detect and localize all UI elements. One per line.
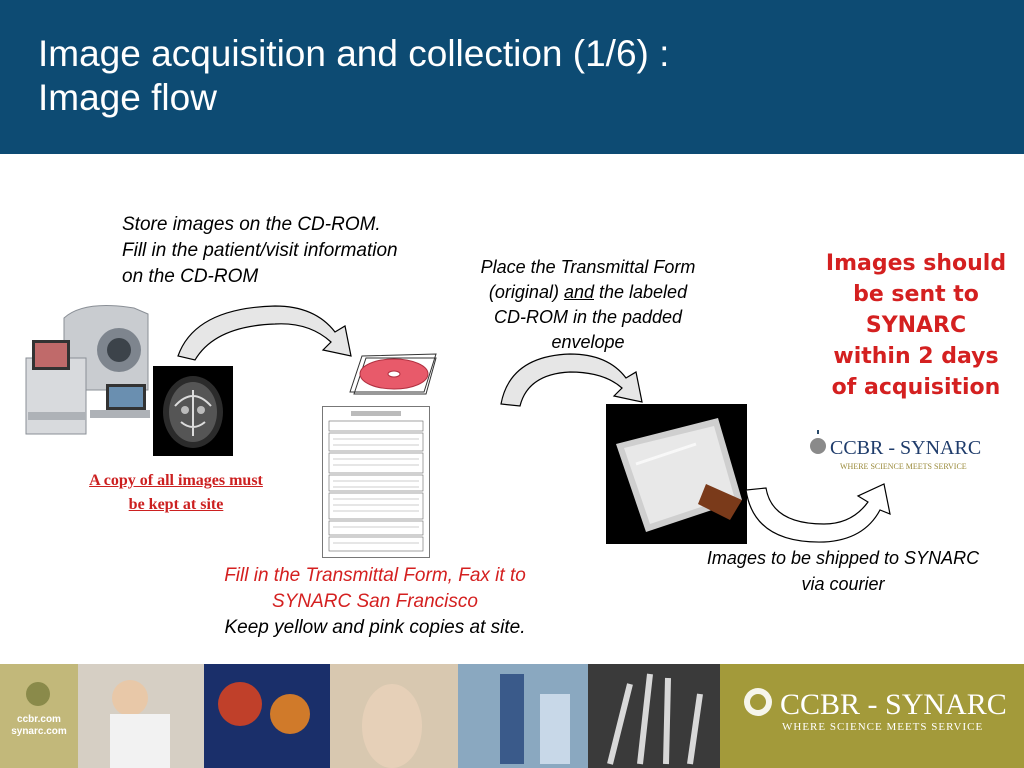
footer-logo-name: CCBR - SYNARC <box>780 688 1007 721</box>
ccbr-synarc-logo: CCBR - SYNARC WHERE SCIENCE MEETS SERVIC… <box>810 430 981 471</box>
fill-line2: SYNARC San Francisco <box>272 591 478 612</box>
padded-envelope-image <box>606 404 747 544</box>
store-line3: on the CD-ROM <box>122 266 259 287</box>
footer-photo-strip <box>0 664 720 768</box>
place-and: and <box>563 282 594 302</box>
place-part1: Place the Transmittal Form (original) <box>480 257 696 302</box>
deadline-line5: of acquisition <box>831 375 1001 400</box>
store-line2: Fill in the patient/visit information <box>122 240 398 261</box>
place-instructions: Place the Transmittal Form (original) an… <box>472 255 704 355</box>
ship-line1: Images to be shipped to SYNARC <box>706 548 980 568</box>
arrow-to-cd-icon <box>177 305 352 361</box>
ct-scanner-image <box>24 300 154 436</box>
brain-scan-image <box>153 366 233 456</box>
cd-rom-image <box>349 353 437 395</box>
copy-note-line2: be kept at site <box>128 496 224 513</box>
deadline-line4: within 2 days <box>833 344 999 369</box>
ship-line2: via courier <box>801 574 885 594</box>
transmittal-form-image <box>322 406 430 558</box>
footer-site2[interactable]: synarc.com <box>11 726 67 737</box>
footer-ccbr-synarc-logo: CCBR - SYNARC WHERE SCIENCE MEETS SERVIC… <box>744 688 1007 733</box>
fill-line3: Keep yellow and pink copies at site. <box>224 617 526 638</box>
deadline-line2: be sent to <box>853 282 979 307</box>
slide-header <box>0 0 1024 154</box>
slide-title-line2: Image flow <box>38 77 217 118</box>
deadline-notice: Images should be sent to SYNARC within 2… <box>816 248 1016 403</box>
deadline-line3: SYNARC <box>865 313 967 338</box>
copy-note-line1: A copy of all images must <box>89 472 263 489</box>
deadline-line1: Images should <box>825 251 1007 276</box>
slide-title-line1: Image acquisition and collection (1/6) : <box>38 33 670 74</box>
place-part2: the labeled CD-ROM in the padded envelop… <box>493 282 688 352</box>
slide-title: Image acquisition and collection (1/6) :… <box>38 32 669 120</box>
footer-logo-tagline: WHERE SCIENCE MEETS SERVICE <box>782 721 983 733</box>
shipping-instructions: Images to be shipped to SYNARC via couri… <box>676 545 1010 597</box>
fill-form-instructions: Fill in the Transmittal Form, Fax it to … <box>180 563 570 641</box>
copy-note: A copy of all images must be kept at sit… <box>60 469 292 517</box>
fill-line1: Fill in the Transmittal Form, Fax it to <box>224 565 526 586</box>
footer-site1[interactable]: ccbr.com <box>17 714 61 725</box>
store-line1: Store images on the CD-ROM. <box>122 214 381 235</box>
arrow-to-synarc-icon <box>745 483 891 543</box>
footer-websites: ccbr.com synarc.com <box>4 714 74 738</box>
logo-tagline: WHERE SCIENCE MEETS SERVICE <box>840 462 967 471</box>
arrow-to-envelope-icon <box>500 353 643 407</box>
store-instructions: Store images on the CD-ROM. Fill in the … <box>122 212 482 290</box>
logo-name: CCBR - SYNARC <box>830 437 981 459</box>
